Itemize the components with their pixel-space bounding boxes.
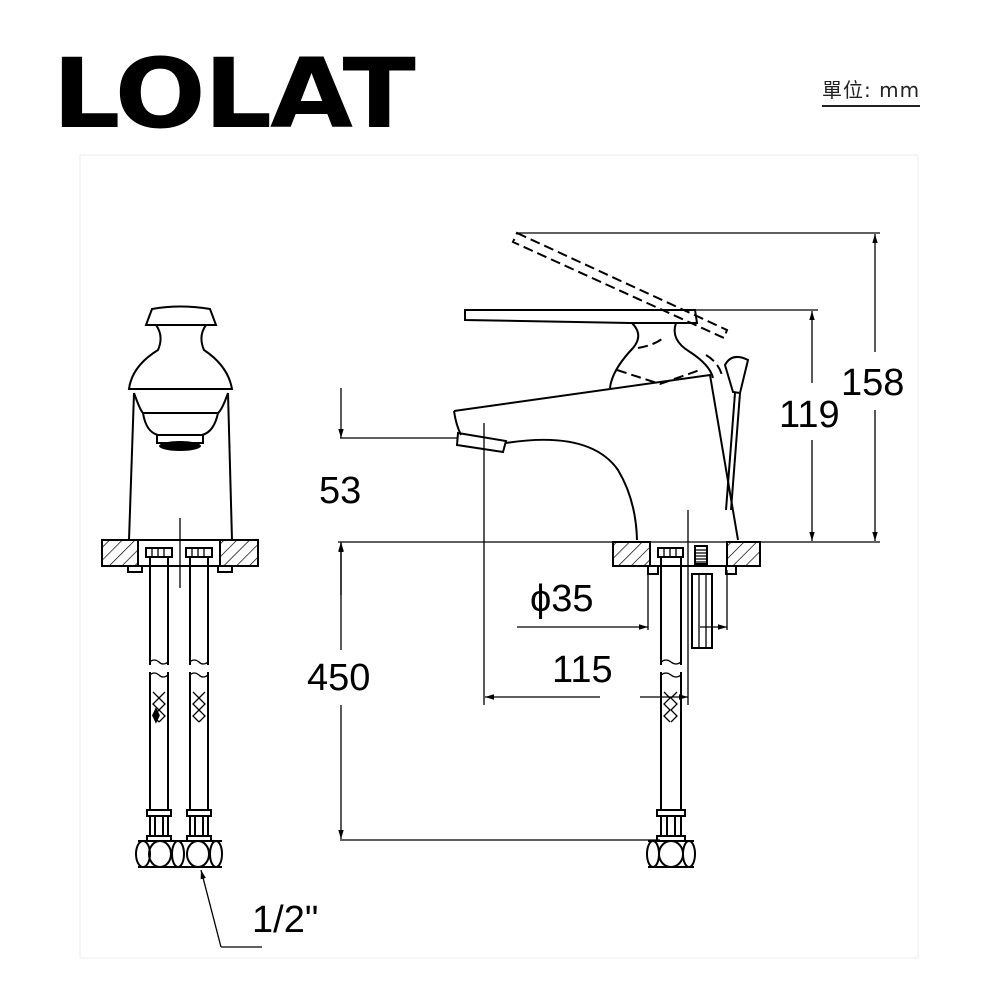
dim-mount-hole-diameter: ϕ35	[530, 578, 594, 620]
brand-logo: LOLAT	[52, 38, 416, 150]
dim-connection-thread: 1/2"	[252, 899, 318, 941]
svg-text:⧫: ⧫	[152, 705, 160, 724]
side-view	[453, 231, 761, 868]
drawing-frame	[79, 154, 919, 959]
front-view: ⧫	[101, 305, 262, 948]
dim-hose-length: 450	[307, 657, 370, 699]
dimension-lines	[338, 232, 880, 841]
dim-body-height: 119	[779, 394, 840, 436]
units-label: 單位: mm	[822, 74, 921, 107]
dim-spout-reach: 115	[552, 649, 613, 691]
dim-spout-height: 53	[319, 470, 361, 512]
dim-handle-open-height: 158	[841, 362, 904, 404]
